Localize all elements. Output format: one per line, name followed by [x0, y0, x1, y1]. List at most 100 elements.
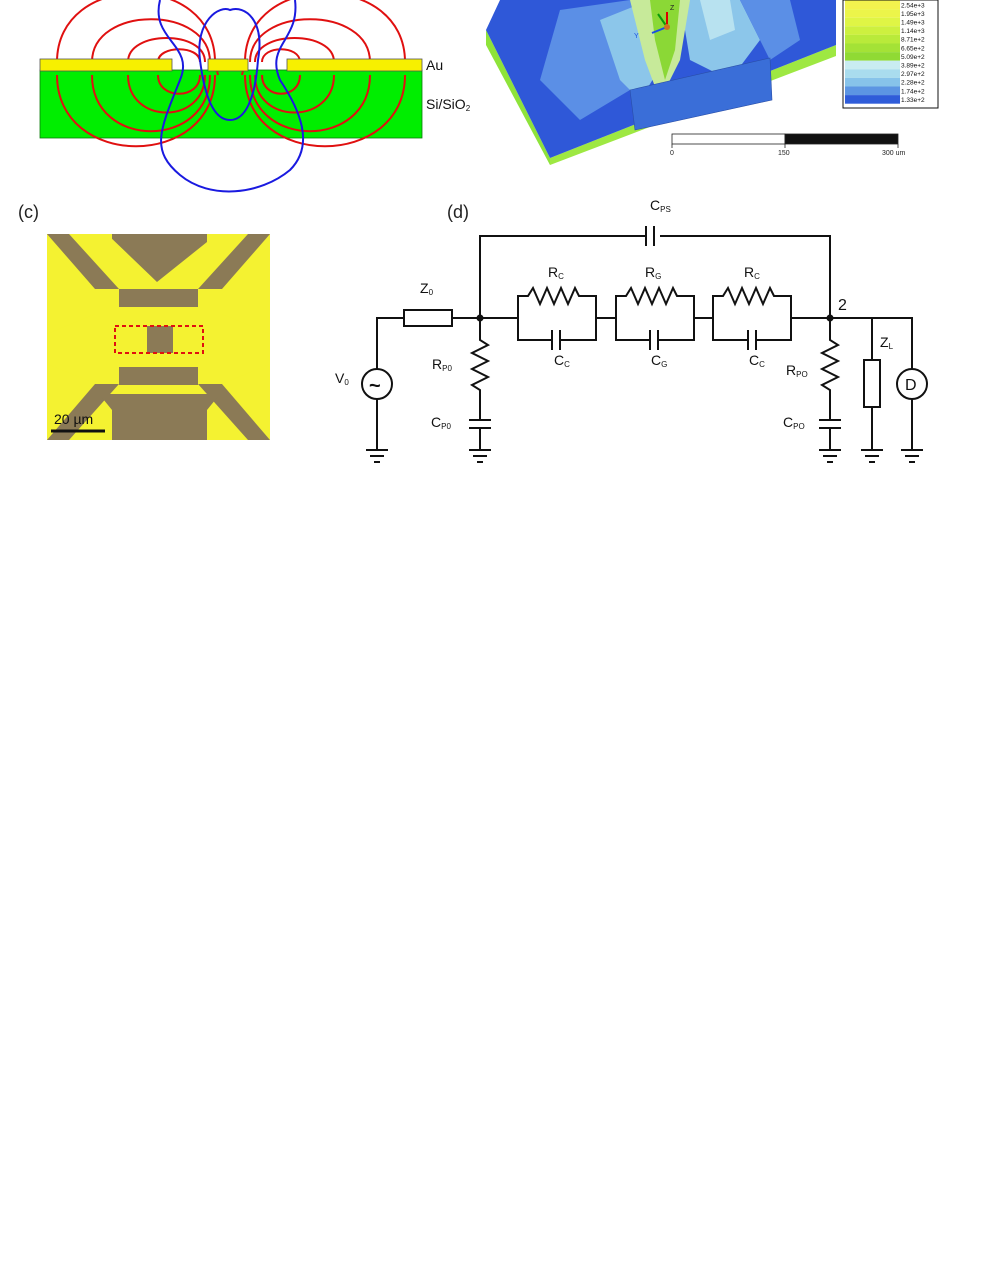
panel-c-label: (c)	[18, 202, 39, 222]
slab-side-left	[486, 30, 550, 165]
panel-d-circuit: ~ D 2	[361, 226, 928, 463]
axis-z-label: Z	[670, 5, 675, 12]
panel-d-label: (d)	[447, 202, 469, 222]
panel-b-simulation: Y Z 0 150 300 um 2.54e+31.95e+31.49e+31.…	[486, 0, 939, 165]
electric-field-lines	[56, 0, 406, 148]
label-zl-main: Z	[880, 334, 889, 350]
legend-value: 1.14e+3	[901, 28, 925, 35]
label-rpo-main: R	[786, 362, 797, 378]
legend-swatch	[845, 17, 900, 27]
label-substrate: Si/SiO2	[426, 96, 470, 113]
label-cg-main: C	[651, 352, 662, 368]
zl-impedance	[863, 359, 881, 408]
panel-c-micrograph: 20 µm	[47, 234, 270, 440]
label-z0-main: Z	[420, 280, 429, 296]
graphene-strip	[629, 57, 773, 131]
scalebar-tick-300: 300 um	[882, 150, 906, 157]
label-rp0-sub: P0	[442, 364, 452, 373]
legend-value: 1.74e+2	[901, 88, 925, 95]
legend-color-scale: 2.54e+3 1.95e+3 1.49e+31.14e+3 8.71e+26.65e…	[845, 0, 925, 104]
legend-swatch	[845, 26, 900, 35]
legend-value: 2.97e+2	[901, 71, 925, 78]
legend-swatch	[845, 43, 900, 53]
label-cc-left-sub: C	[564, 360, 570, 369]
magnetic-field-lines	[157, 0, 305, 193]
label-zl: ZL	[880, 334, 893, 351]
label-rp0: RP0	[432, 356, 452, 373]
panel-a-field-diagram	[39, 0, 423, 193]
legend-swatch	[845, 60, 900, 70]
label-cp0-sub: P0	[441, 422, 451, 431]
legend-value: 2.28e+2	[901, 80, 925, 87]
legend-value: 8.71e+2	[901, 37, 925, 44]
label-cc-left-main: C	[554, 352, 565, 368]
label-rc-right: RC	[744, 264, 760, 281]
label-rc-right-main: R	[744, 264, 755, 280]
legend-value: 1.95e+3	[901, 11, 925, 18]
label-cpo-main: C	[783, 414, 794, 430]
legend-swatch	[845, 69, 900, 78]
legend-swatch	[845, 0, 900, 10]
label-z0: Z0	[420, 280, 433, 297]
legend-value: 1.33e+2	[901, 97, 925, 104]
axis-y-label: Y	[634, 33, 639, 40]
label-cc-left: CC	[554, 352, 570, 369]
label-rp0-main: R	[432, 356, 443, 372]
legend-swatch	[845, 86, 900, 96]
label-rc-left-sub: C	[558, 272, 564, 281]
scalebar-tick-0: 0	[670, 150, 674, 157]
scalebar-tick-150: 150	[778, 150, 790, 157]
label-cg-sub: G	[661, 360, 668, 369]
label-v0-sub: 0	[344, 378, 349, 387]
label-cc-right-sub: C	[759, 360, 765, 369]
label-rpo-sub: PO	[796, 370, 808, 379]
label-z0-sub: 0	[428, 288, 434, 297]
legend-value: 1.49e+3	[901, 20, 925, 27]
substrate-bottom-pad	[99, 394, 220, 440]
label-v0-main: V	[335, 370, 345, 386]
label-cps-sub: PS	[660, 205, 671, 214]
legend-value: 2.54e+3	[901, 2, 925, 9]
label-cc-right-main: C	[749, 352, 760, 368]
node-2-label: 2	[838, 297, 847, 314]
legend-value: 5.09e+2	[901, 54, 925, 61]
detector-symbol: D	[905, 377, 917, 394]
legend-swatch	[845, 52, 900, 61]
legend-value: 3.89e+2	[901, 63, 925, 70]
scalebar-b: 0 150 300 um	[670, 133, 906, 157]
electrode-right	[286, 58, 423, 72]
graphene-channel	[147, 326, 173, 353]
label-cg: CG	[651, 352, 667, 369]
label-rg-sub: G	[655, 272, 662, 281]
legend-swatch	[845, 34, 900, 44]
z0-impedance	[403, 309, 453, 327]
label-rg: RG	[645, 264, 661, 281]
label-cp0: CP0	[431, 414, 451, 431]
legend-value: 6.65e+2	[901, 45, 925, 52]
label-cpo-sub: PO	[793, 422, 805, 431]
label-cp0-main: C	[431, 414, 442, 430]
label-rc-right-sub: C	[754, 272, 760, 281]
electrode-center	[207, 58, 249, 72]
legend-swatch	[845, 77, 900, 87]
label-rg-main: R	[645, 264, 656, 280]
label-v0: V0	[335, 370, 349, 387]
label-zl-sub: L	[888, 342, 894, 351]
electrode-left	[39, 58, 173, 72]
node-1	[476, 314, 484, 322]
label-rpo: RPO	[786, 362, 808, 379]
legend-swatch	[845, 9, 900, 18]
legend-swatch	[845, 95, 900, 104]
label-cc-right: CC	[749, 352, 765, 369]
label-cps-main: C	[650, 197, 661, 213]
source-symbol: ~	[369, 375, 381, 397]
label-cps: CPS	[650, 197, 671, 214]
label-rc-left: RC	[548, 264, 564, 281]
node-2	[826, 314, 834, 322]
label-substrate-sub: 2	[465, 104, 471, 113]
label-au: Au	[426, 57, 444, 73]
label-substrate-main: Si/SiO	[426, 96, 466, 112]
label-cpo: CPO	[783, 414, 805, 431]
substrate-layer	[39, 69, 423, 139]
highlight-box	[114, 325, 204, 354]
